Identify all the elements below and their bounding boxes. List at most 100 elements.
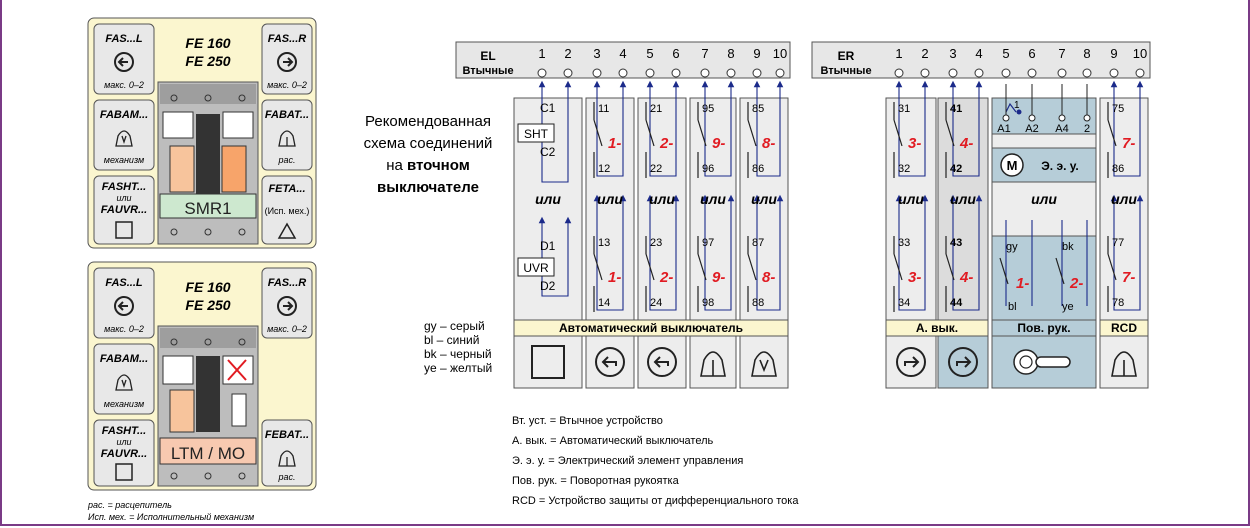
rotary-handle-icon: [1013, 349, 1071, 375]
svg-text:44: 44: [950, 297, 963, 309]
el-terminal: [726, 68, 736, 78]
mechanism-bell-icon: [751, 351, 777, 377]
fabat-label: FABAT...: [265, 109, 309, 121]
fas-l-label-2: FAS...L: [105, 277, 143, 289]
motor-a1: A1: [997, 123, 1010, 135]
el-num: 7: [701, 46, 708, 61]
rac-label: рас.: [277, 155, 295, 165]
svg-text:75: 75: [1112, 103, 1124, 115]
er-terminal: [1109, 68, 1119, 78]
svg-text:31: 31: [898, 103, 910, 115]
er-num: 3: [949, 46, 956, 61]
bar-rcd: RCD: [1111, 321, 1137, 335]
svg-text:97: 97: [702, 237, 714, 249]
module-box: [1099, 97, 1149, 321]
fe160-label: FE 160: [185, 35, 230, 51]
max-r-label-2: макс. 0–2: [267, 324, 307, 334]
svg-text:Втычные: Втычные: [462, 65, 513, 77]
el-num: 4: [619, 46, 626, 61]
shunt-c1: C1: [540, 101, 556, 115]
svg-text:13: 13: [598, 237, 610, 249]
trip-right-icon: [277, 52, 297, 72]
el-num: 5: [646, 46, 653, 61]
svg-text:85: 85: [752, 103, 764, 115]
svg-text:96: 96: [702, 163, 714, 175]
svg-text:bl – синий: bl – синий: [424, 333, 479, 347]
el-terminal: [645, 68, 655, 78]
fe250-label: FE 250: [185, 53, 230, 69]
motor-bl: bl: [1008, 301, 1017, 313]
module-box: [689, 97, 737, 321]
svg-text:Втычные: Втычные: [820, 65, 871, 77]
svg-text:95: 95: [702, 103, 714, 115]
trip-right-icon: [948, 347, 978, 377]
sht-label: SHT: [524, 127, 549, 141]
or-text: или: [1031, 191, 1057, 207]
or-text: или: [898, 191, 924, 207]
er-num: 5: [1002, 46, 1009, 61]
svg-text:42: 42: [950, 163, 962, 175]
svg-text:11: 11: [598, 103, 609, 115]
el-num: 6: [672, 46, 679, 61]
svg-text:2-: 2-: [659, 269, 673, 286]
svg-text:41: 41: [950, 103, 962, 115]
isp-label: (Исп. мех.): [265, 206, 310, 216]
square-icon: [531, 345, 565, 379]
er-num: 1: [895, 46, 902, 61]
module-box: [739, 97, 789, 321]
el-terminal: [775, 68, 785, 78]
recommend-text: Рекомендованная схема соединений на вточ…: [364, 113, 493, 196]
svg-text:Вт. уст. = Втычное устройство: Вт. уст. = Втычное устройство: [512, 415, 663, 427]
el-terminal: [671, 68, 681, 78]
er-num: 8: [1083, 46, 1090, 61]
svg-text:77: 77: [1112, 237, 1124, 249]
er-terminal: [894, 68, 904, 78]
el-num: 2: [564, 46, 571, 61]
fas-l-label: FAS...L: [105, 33, 143, 45]
svg-text:43: 43: [950, 237, 962, 249]
or-text: или: [950, 191, 976, 207]
module-box: [585, 97, 635, 321]
svg-text:А. вык. = Автоматический выклю: А. вык. = Автоматический выключатель: [512, 435, 714, 447]
rac-label-2: рас.: [277, 472, 295, 482]
ltm-mo-label: LTM / MO: [171, 444, 245, 463]
fas-r-label: FAS...R: [268, 33, 307, 45]
el-terminal: [563, 68, 573, 78]
el-terminal: [592, 68, 602, 78]
er-terminal: [1057, 68, 1067, 78]
er-terminal: [1001, 68, 1011, 78]
svg-text:34: 34: [898, 297, 910, 309]
accessory-panel-top: SMR1 FE 160 FE 250 FAS...L макс. 0–2 FAS…: [87, 17, 317, 249]
abbr-legend: Вт. уст. = Втычное устройство А. вык. = …: [512, 415, 799, 507]
svg-text:98: 98: [702, 297, 714, 309]
svg-text:ER: ER: [838, 49, 855, 63]
er-num: 7: [1058, 46, 1065, 61]
svg-text:ye – желтый: ye – желтый: [424, 361, 492, 375]
er-num: 4: [975, 46, 982, 61]
febat-label: FEBAT...: [265, 429, 309, 441]
or-text: или: [535, 191, 561, 207]
svg-text:bk – черный: bk – черный: [424, 347, 492, 361]
trip-left-icon: [114, 52, 134, 72]
el-num: 3: [593, 46, 600, 61]
trip-right-icon: [277, 296, 297, 316]
or-text: или: [1111, 191, 1137, 207]
fabam-label-2: FABAM...: [100, 353, 148, 365]
motor-icon: [1000, 153, 1024, 177]
er-terminal: [948, 68, 958, 78]
svg-text:Э. э. у. = Электрический элеме: Э. э. у. = Электрический элемент управле…: [512, 455, 743, 467]
fauvr-label-2: FAUVR...: [101, 448, 147, 460]
icon-row: [513, 335, 1149, 389]
el-terminal: [752, 68, 762, 78]
bell-icon: [700, 351, 726, 377]
svg-text:78: 78: [1112, 297, 1124, 309]
feta-label: FETA...: [268, 183, 305, 195]
